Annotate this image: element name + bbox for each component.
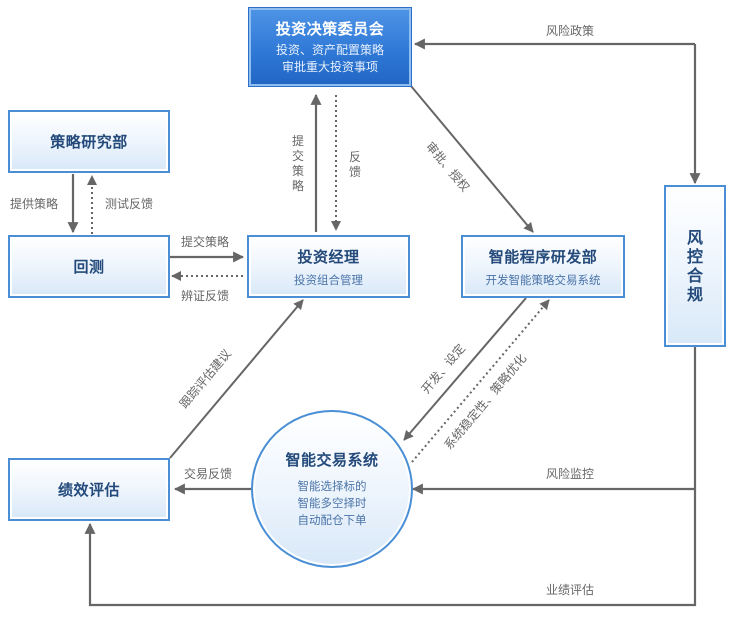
node-risk-compliance[interactable]: 风控合规 (664, 185, 726, 347)
node-performance-evaluation[interactable]: 绩效评估 (8, 458, 170, 521)
node-title: 智能程序研发部 (488, 247, 598, 266)
node-description: 智能选择标的 智能多空择时 自动配仓下单 (297, 479, 367, 527)
node-strategy-research[interactable]: 策略研究部 (8, 110, 170, 173)
node-title: 绩效评估 (57, 481, 120, 499)
node-title: 回测 (73, 258, 105, 276)
node-smart-program-dev[interactable]: 智能程序研发部 开发智能策略交易系统 (461, 235, 625, 298)
node-backtest[interactable]: 回测 (8, 235, 170, 298)
label-risk-policy: 风险政策 (546, 24, 595, 38)
label-trade-feedback: 交易反馈 (184, 467, 233, 481)
edge-stability-optimize (411, 299, 550, 463)
node-investment-committee[interactable]: 投资决策委员会 投资、资产配置策略 审批重大投资事项 (249, 8, 411, 86)
edge-track-evaluate (169, 299, 304, 459)
label-provide-strategy: 提供策略 (10, 197, 59, 211)
node-title: 投资经理 (297, 247, 360, 266)
node-subtitle: 开发智能策略交易系统 (485, 272, 601, 287)
node-title: 策略研究部 (50, 133, 128, 151)
node-portfolio-manager[interactable]: 投资经理 投资组合管理 (247, 235, 410, 298)
label-performance-review: 业绩评估 (546, 583, 595, 597)
label-submit-strategy-h: 提交策略 (181, 235, 230, 249)
label-verify-feedback: 辨证反馈 (181, 289, 230, 303)
node-smart-trading-system[interactable]: 智能交易系统 智能选择标的 智能多空择时 自动配仓下单 (251, 410, 413, 568)
edge-develop-set (403, 297, 527, 441)
node-title: 智能交易系统 (285, 451, 379, 469)
label-test-feedback: 测试反馈 (105, 197, 154, 211)
edge-approve-authorize (410, 85, 534, 233)
label-risk-monitor: 风险监控 (546, 467, 595, 481)
edge-performance-review (84, 489, 697, 607)
node-description: 投资、资产配置策略 审批重大投资事项 (275, 43, 384, 74)
label-feedback: 反馈 (348, 150, 361, 179)
label-submit-strategy-v: 提交策略 (291, 134, 304, 193)
node-title: 投资决策委员会 (275, 20, 385, 38)
node-subtitle: 投资组合管理 (294, 272, 363, 287)
node-title: 风控合规 (687, 228, 704, 304)
